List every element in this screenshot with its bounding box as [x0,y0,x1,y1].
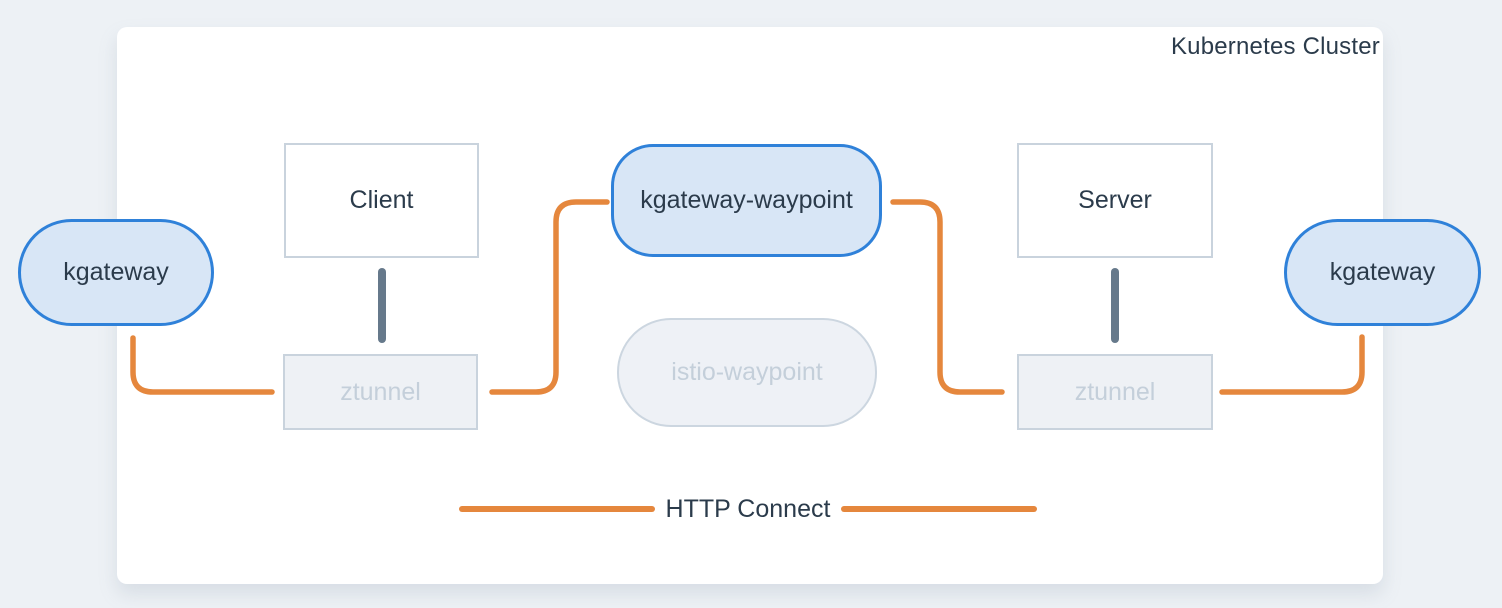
legend-label: HTTP Connect [665,494,831,523]
legend-line-left [459,506,655,512]
node-ztunnel-left: ztunnel [283,354,478,430]
legend-http-connect: HTTP Connect [459,495,1037,523]
node-kgateway-left: kgateway [18,219,214,326]
node-client: Client [284,143,479,258]
kubernetes-cluster-panel [117,27,1383,584]
node-kgateway-waypoint: kgateway-waypoint [611,144,882,257]
link-server-to-ztunnel [1111,268,1119,343]
node-ztunnel-right: ztunnel [1017,354,1213,430]
legend-line-right [840,506,1037,512]
node-kgateway-right: kgateway [1284,219,1481,326]
node-server: Server [1017,143,1213,258]
panel-title: Kubernetes Cluster [1170,33,1380,60]
link-client-to-ztunnel [378,268,386,343]
node-istio-waypoint: istio-waypoint [617,318,877,427]
